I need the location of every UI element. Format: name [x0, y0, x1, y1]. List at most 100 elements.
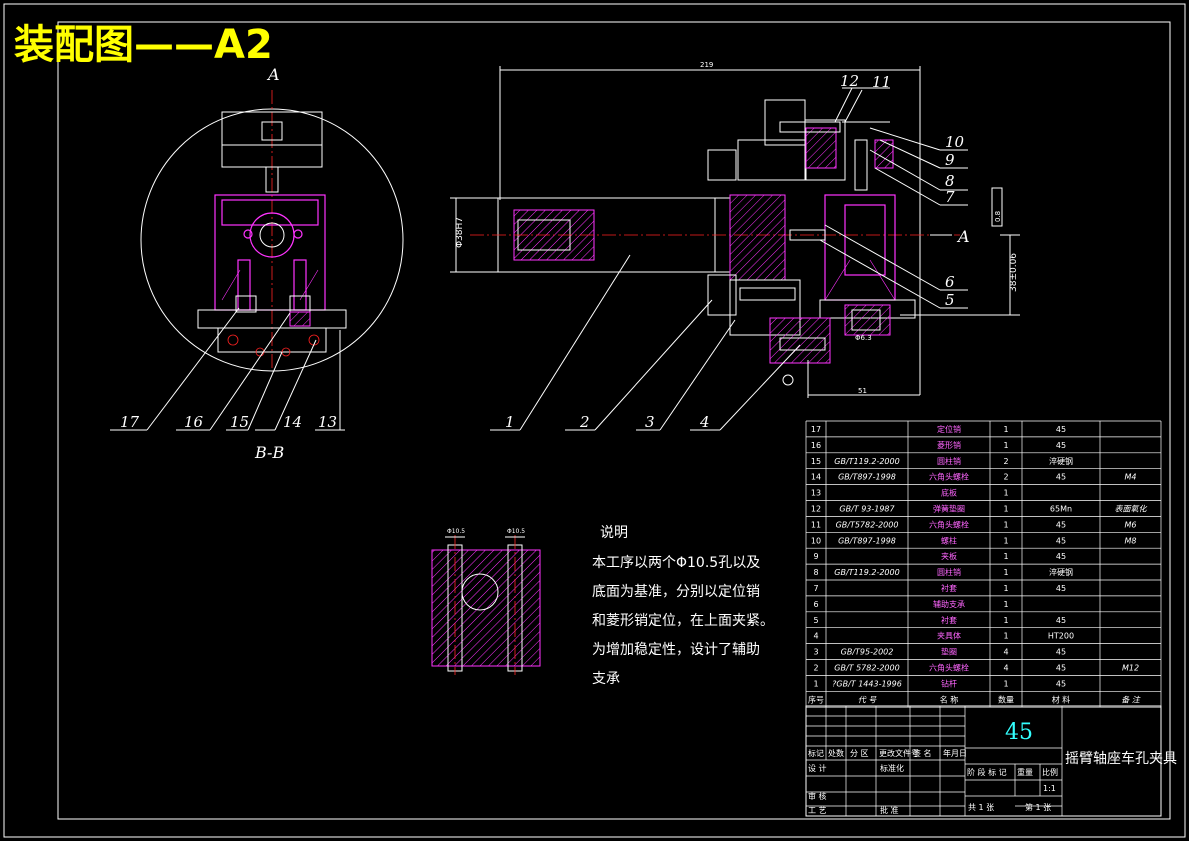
- sheets-total: 共 1 张: [968, 803, 994, 812]
- dim-total-length: 219: [700, 61, 713, 69]
- section-name: B-B: [254, 443, 284, 462]
- title-drawing-name: 摇臂轴座车孔夹具: [1065, 750, 1177, 767]
- callout-15: 15: [230, 413, 249, 431]
- scale-label: 比例: [1042, 767, 1058, 777]
- part-15-material: 淬硬钢: [1049, 456, 1073, 466]
- part-2-qty: 4: [1003, 664, 1008, 673]
- part-6-no: 6: [813, 600, 818, 609]
- part-7-material: 45: [1056, 584, 1066, 593]
- part-1-qty: 1: [1003, 679, 1008, 688]
- callout-9: 9: [945, 151, 955, 169]
- part-10-name: 螺柱: [941, 535, 957, 545]
- part-17-material: 45: [1056, 425, 1066, 434]
- part-11-no: 11: [811, 520, 821, 529]
- part-9-name: 夹板: [941, 551, 957, 561]
- part-11-material: 45: [1056, 520, 1066, 529]
- notes: 说明 本工序以两个Φ10.5孔以及 底面为基准，分别以定位销 和菱形销定位，在上…: [592, 525, 774, 687]
- part-16-name: 菱形销: [937, 440, 961, 450]
- part-13-qty: 1: [1003, 489, 1008, 498]
- part-3-qty: 4: [1003, 648, 1008, 657]
- part-11-name: 六角头螺栓: [929, 519, 969, 529]
- notes-heading: 说明: [600, 525, 628, 541]
- part-17-no: 17: [811, 425, 821, 434]
- dim-small-right: Φ10.5: [507, 528, 525, 535]
- part-14-no: 14: [811, 473, 821, 482]
- drawing-title: 装配图——A2: [14, 22, 273, 68]
- detail-section-view: Φ10.5 Φ10.5: [431, 528, 541, 675]
- approve-label: 批 准: [880, 805, 899, 815]
- part-5-no: 5: [813, 616, 818, 625]
- weight-label: 重量: [1017, 767, 1033, 777]
- dim-small-left: Φ10.5: [447, 528, 465, 535]
- callout-3: 3: [645, 413, 655, 431]
- callout-13: 13: [318, 413, 337, 431]
- callout-12: 12: [840, 72, 859, 90]
- part-2-name: 六角头螺栓: [929, 663, 969, 673]
- parts-header-qty: 数量: [998, 694, 1014, 704]
- part-3-material: 45: [1056, 648, 1066, 657]
- part-12-material: 65Mn: [1050, 505, 1072, 514]
- process-label: 工 艺: [808, 806, 827, 815]
- parts-header-no: 序号: [808, 694, 824, 704]
- part-8-material: 淬硬钢: [1049, 567, 1073, 577]
- callout-7: 7: [945, 188, 955, 206]
- notes-line-1: 本工序以两个Φ10.5孔以及: [592, 555, 760, 571]
- part-16-material: 45: [1056, 441, 1066, 450]
- dim-height: 38±0.06: [1009, 253, 1019, 292]
- part-12-qty: 1: [1003, 505, 1008, 514]
- part-12-code: GB/T 93-1987: [839, 505, 895, 514]
- part-9-qty: 1: [1003, 552, 1008, 561]
- part-17-name: 定位销: [937, 424, 961, 434]
- part-9-material: 45: [1056, 552, 1066, 561]
- part-6-qty: 1: [1003, 600, 1008, 609]
- part-8-code: GB/T119.2-2000: [834, 568, 899, 577]
- title-block: 45 摇臂轴座车孔夹具 标记处数分 区更改文件号签 名年月日设 计标准化审 核工…: [805, 705, 1177, 817]
- part-14-remark: M4: [1125, 473, 1137, 482]
- part-10-qty: 1: [1003, 536, 1008, 545]
- part-4-no: 4: [813, 632, 818, 641]
- part-7-name: 衬套: [941, 583, 957, 593]
- callout-16: 16: [184, 413, 204, 431]
- callout-11: 11: [872, 73, 891, 91]
- part-13-no: 13: [811, 489, 821, 498]
- callout-6: 6: [945, 273, 955, 291]
- revision-label-0: 标记: [808, 748, 824, 758]
- part-14-qty: 2: [1003, 473, 1008, 482]
- part-15-name: 圆柱销: [937, 456, 961, 466]
- part-11-qty: 1: [1003, 520, 1008, 529]
- parts-header-remark: 备 注: [1121, 695, 1141, 704]
- part-10-no: 10: [811, 536, 821, 545]
- left-view: A 17: [110, 65, 404, 462]
- parts-header-code: 代 号: [858, 695, 878, 704]
- part-16-qty: 1: [1003, 441, 1008, 450]
- part-11-code: GB/T5782-2000: [836, 520, 899, 529]
- part-4-qty: 1: [1003, 632, 1008, 641]
- part-11-remark: M6: [1125, 520, 1137, 529]
- part-3-code: GB/T95-2002: [841, 648, 894, 657]
- part-13-name: 底板: [941, 488, 957, 498]
- part-2-code: GB/T 5782-2000: [834, 664, 899, 673]
- callout-10: 10: [945, 133, 965, 151]
- part-12-no: 12: [811, 505, 821, 514]
- section-label-side: A: [956, 227, 970, 246]
- part-2-material: 45: [1056, 664, 1066, 673]
- part-8-name: 圆柱销: [937, 567, 961, 577]
- revision-label-3: 更改文件号: [879, 748, 919, 758]
- stage-label: 阶 段 标 记: [967, 767, 1007, 777]
- part-2-no: 2: [813, 664, 818, 673]
- notes-line-2: 底面为基准，分别以定位销: [592, 583, 760, 600]
- dim-roughness: 0.8: [994, 211, 1002, 222]
- callout-2: 2: [579, 413, 590, 431]
- dim-pin: Φ6.3: [855, 334, 872, 342]
- part-16-no: 16: [811, 441, 821, 450]
- parts-header-material: 材 料: [1052, 694, 1071, 704]
- part-8-qty: 1: [1003, 568, 1008, 577]
- part-7-no: 7: [813, 584, 818, 593]
- part-17-qty: 1: [1003, 425, 1008, 434]
- check-label: 审 核: [808, 791, 827, 801]
- notes-line-4: 为增加稳定性，设计了辅助: [592, 642, 760, 658]
- part-15-no: 15: [811, 457, 821, 466]
- part-3-name: 垫圈: [941, 647, 957, 657]
- revision-label-4: 签 名: [913, 748, 932, 758]
